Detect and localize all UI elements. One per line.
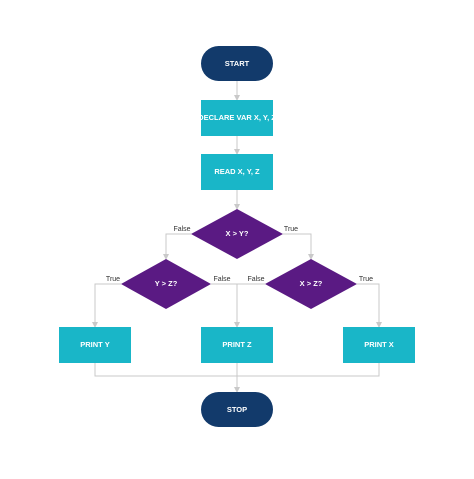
edge-label-xz-true: True [359, 276, 373, 283]
start-node: START [201, 46, 273, 81]
connector-xy-true [283, 233, 314, 260]
stop-node: STOP [201, 392, 273, 427]
read-label: READ X, Y, Z [214, 167, 260, 176]
connector-yz-true [92, 283, 121, 328]
decision-xz-node: X > Z? [265, 259, 357, 309]
decision-xz-shape [265, 259, 357, 309]
decision-yz-node: Y > Z? [121, 259, 211, 309]
print-z-label: PRINT Z [222, 340, 252, 349]
stop-shape [201, 392, 273, 427]
read-shape [201, 154, 273, 190]
connector-xy-false [163, 233, 191, 260]
print-z-node: PRINT Z [201, 327, 273, 363]
print-y-node: PRINT Y [59, 327, 131, 363]
decision-yz-label: Y > Z? [155, 279, 178, 288]
edge-label-yz-false: False [213, 276, 230, 283]
declare-shape [201, 100, 273, 136]
edge-label-xy-false: False [173, 226, 190, 233]
print-x-node: PRINT X [343, 327, 415, 363]
edge-labels: False True True False False True [106, 226, 373, 283]
print-z-shape [201, 327, 273, 363]
print-x-shape [343, 327, 415, 363]
start-label: START [225, 59, 250, 68]
connector-yz-false [211, 283, 240, 328]
decision-xy-node: X > Y? [191, 209, 283, 259]
print-y-label: PRINT Y [80, 340, 109, 349]
start-shape [201, 46, 273, 81]
print-y-shape [59, 327, 131, 363]
edge-label-yz-true: True [106, 276, 120, 283]
read-node: READ X, Y, Z [201, 154, 273, 190]
stop-label: STOP [227, 405, 247, 414]
edge-label-xz-false: False [247, 276, 264, 283]
print-x-label: PRINT X [364, 340, 394, 349]
connectors [92, 81, 382, 393]
decision-xz-label: X > Z? [300, 279, 323, 288]
decision-xy-label: X > Y? [226, 229, 249, 238]
edge-label-xy-true: True [284, 226, 298, 233]
declare-label: DECLARE VAR X, Y, Z [198, 113, 276, 122]
decision-yz-shape [121, 259, 211, 309]
declare-node: DECLARE VAR X, Y, Z [198, 100, 276, 136]
connector-xz-true [357, 283, 382, 328]
decision-xy-shape [191, 209, 283, 259]
